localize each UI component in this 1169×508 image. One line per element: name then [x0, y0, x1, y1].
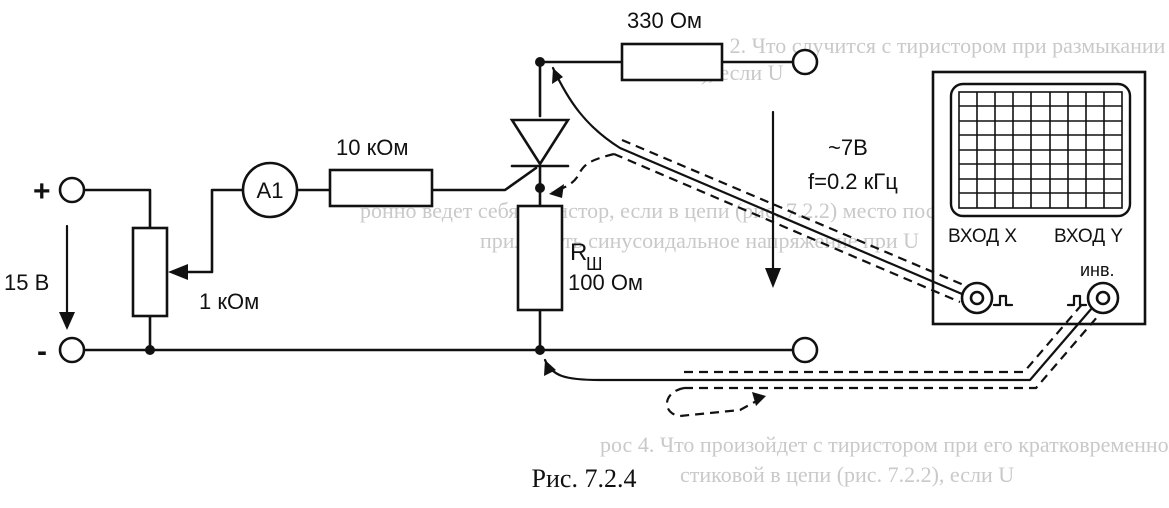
wire-plus-to-pot: [84, 188, 152, 230]
pot-wiper-arrow: [168, 264, 188, 280]
r-top-label: 330 Ом: [627, 8, 702, 33]
terminal-minus: [58, 336, 86, 364]
ghost-text-line: рос 4. Что произойдет с тиристором при е…: [600, 432, 1169, 457]
scope-grid: [958, 91, 1123, 209]
plus-label: +: [33, 175, 51, 208]
ghost-text-line: стиковой в цепи (рис. 7.2.2), если U: [680, 462, 1014, 487]
probe-cable-y-ground: [665, 386, 766, 418]
junction-dot: [535, 57, 545, 67]
resistor-10k: [328, 168, 434, 208]
probe-cable-x: [551, 66, 967, 304]
ghost-text-line: ронно ведет себя тиристор, если в цепи (…: [360, 198, 1020, 223]
r-series-label: 10 кОм: [336, 135, 408, 160]
terminal-ac-bottom: [791, 336, 819, 364]
scope-input-x-label: ВХОД X: [948, 226, 1017, 247]
terminals: [58, 48, 819, 364]
probe-cable-x-ground: [549, 152, 615, 198]
terminal-ac-top: [791, 48, 819, 76]
scope-input-y-label: ВХОД Y: [1054, 226, 1123, 247]
resistor-330: [620, 42, 724, 82]
r-shunt-value-label: 100 Ом: [568, 270, 643, 295]
scope-input-x-jack: [960, 281, 1014, 315]
ac-voltage-label: ~7В: [828, 135, 868, 160]
scope-inv-label: инв.: [1080, 260, 1115, 280]
minus-label: -: [37, 335, 47, 368]
supply-voltage-label: 15 В: [4, 270, 49, 295]
ammeter-label: A1: [257, 178, 284, 203]
ac-voltage-arrow: [765, 110, 781, 288]
ammeter: [241, 161, 299, 219]
wire-gate: [430, 166, 538, 192]
background-text: прос 2. Что случится с тиристором при ра…: [360, 33, 1169, 487]
labels: + - 15 В A1 1 кОм 10 кОм 330 Ом R Ш 100 …: [4, 8, 1123, 493]
ac-freq-label: f=0.2 кГц: [808, 169, 898, 194]
terminal-plus: [58, 176, 86, 204]
resistor-shunt: [516, 204, 564, 312]
r-shunt-sub-label: Ш: [586, 254, 603, 274]
thyristor: [509, 118, 571, 168]
oscilloscope: [931, 70, 1147, 326]
wires: [84, 60, 795, 352]
wire-wiper-to-ammeter: [184, 188, 245, 274]
supply-voltage-arrow: [59, 224, 75, 330]
probe-cable-y: [543, 301, 1099, 390]
pot-value-label: 1 кОм: [199, 289, 259, 314]
junction-dot: [145, 345, 155, 355]
potentiometer: [131, 226, 188, 318]
junction-dot: [535, 183, 545, 193]
r-shunt-name-label: R: [570, 239, 587, 266]
junctions: [145, 57, 545, 355]
junction-dot: [535, 345, 545, 355]
figure-caption: Рис. 7.2.4: [532, 464, 637, 493]
ghost-text-line: прос 2. Что случится с тиристором при ра…: [680, 33, 1169, 58]
